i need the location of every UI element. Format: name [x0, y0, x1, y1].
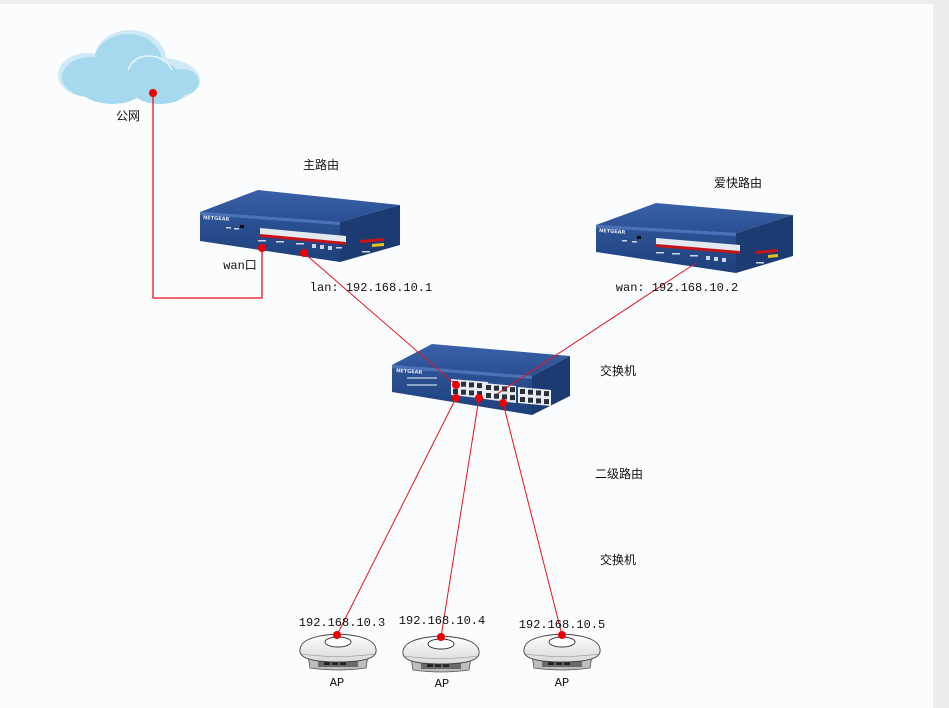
switch-port [502, 394, 507, 400]
ap2-ip-label: 192.168.10.4 [398, 614, 486, 628]
svg-text:NETGEAR: NETGEAR [599, 228, 626, 236]
dot-switch-port-2 [452, 394, 460, 402]
switch-port [536, 390, 541, 396]
ap2-label: AP [434, 677, 450, 691]
main-lan-ip-label: lan: 192.168.10.1 [309, 281, 433, 295]
main-wan-port-label: wan口 [223, 259, 257, 273]
switch-port [486, 385, 491, 390]
switch-port [477, 383, 482, 389]
ap1-ip-label: 192.168.10.3 [298, 616, 386, 630]
switch-port [494, 393, 499, 399]
dot-switch-port-3 [475, 394, 483, 402]
link-main-lan-to-switch [303, 252, 457, 386]
switch-label: 交换机 [599, 364, 637, 378]
link-switch-to-ap2 [440, 397, 480, 638]
switch-port [544, 399, 549, 405]
switch-port [477, 391, 482, 397]
switch-port [544, 391, 549, 397]
switch-port [453, 389, 458, 394]
access-point-icon[interactable] [299, 633, 377, 671]
links [152, 93, 697, 638]
secondary-router-label: 二级路由 [594, 467, 644, 481]
access-point-icon[interactable] [402, 635, 480, 673]
ap3-label: AP [554, 676, 570, 690]
switch-icon[interactable]: NETGEAR [392, 344, 570, 415]
switch-port [461, 389, 466, 395]
cloud-icon [58, 30, 200, 104]
ap1-label: AP [329, 676, 345, 690]
link-internet-to-main-wan [152, 93, 263, 299]
switch-port [528, 397, 533, 403]
dot-ap3 [558, 631, 566, 639]
switch-port [520, 397, 525, 402]
switch-port [528, 389, 533, 395]
link-switch-to-ap1 [336, 397, 457, 636]
access-point-icon[interactable] [523, 633, 601, 671]
dot-switch-port-4 [499, 399, 507, 407]
switch-note-label: 交换机 [599, 553, 637, 567]
switch-port [469, 382, 474, 388]
ikuai-router-icon[interactable]: NETGEAR [596, 203, 793, 273]
ikuai-router-label: 爱快路由 [713, 176, 763, 190]
dot-switch-port-1 [452, 381, 460, 389]
link-switch-to-ap3 [502, 402, 563, 636]
ap3-ip-label: 192.168.10.5 [518, 618, 606, 632]
dot-ap1 [333, 631, 341, 639]
svg-text:NETGEAR: NETGEAR [396, 368, 423, 376]
ikuai-wan-ip-label: wan: 192.168.10.2 [615, 281, 739, 295]
switch-port [486, 393, 491, 398]
switch-port [469, 390, 474, 396]
switch-port [536, 398, 541, 404]
link-ikuai-wan-to-switch [496, 262, 697, 395]
switch-port [520, 389, 525, 394]
main-router-icon[interactable]: NETGEAR [200, 190, 400, 262]
connection-dots [149, 89, 566, 641]
switch-port [494, 385, 499, 391]
switch-port [510, 387, 515, 393]
dot-main-wan [258, 244, 266, 252]
svg-text:NETGEAR: NETGEAR [203, 215, 230, 223]
internet-label: 公网 [115, 109, 141, 123]
dot-main-lan [300, 249, 308, 257]
main-router-label: 主路由 [302, 158, 340, 172]
switch-port [510, 395, 515, 401]
dot-ap2 [437, 633, 445, 641]
dot-internet [149, 89, 157, 97]
switch-port [461, 381, 466, 387]
